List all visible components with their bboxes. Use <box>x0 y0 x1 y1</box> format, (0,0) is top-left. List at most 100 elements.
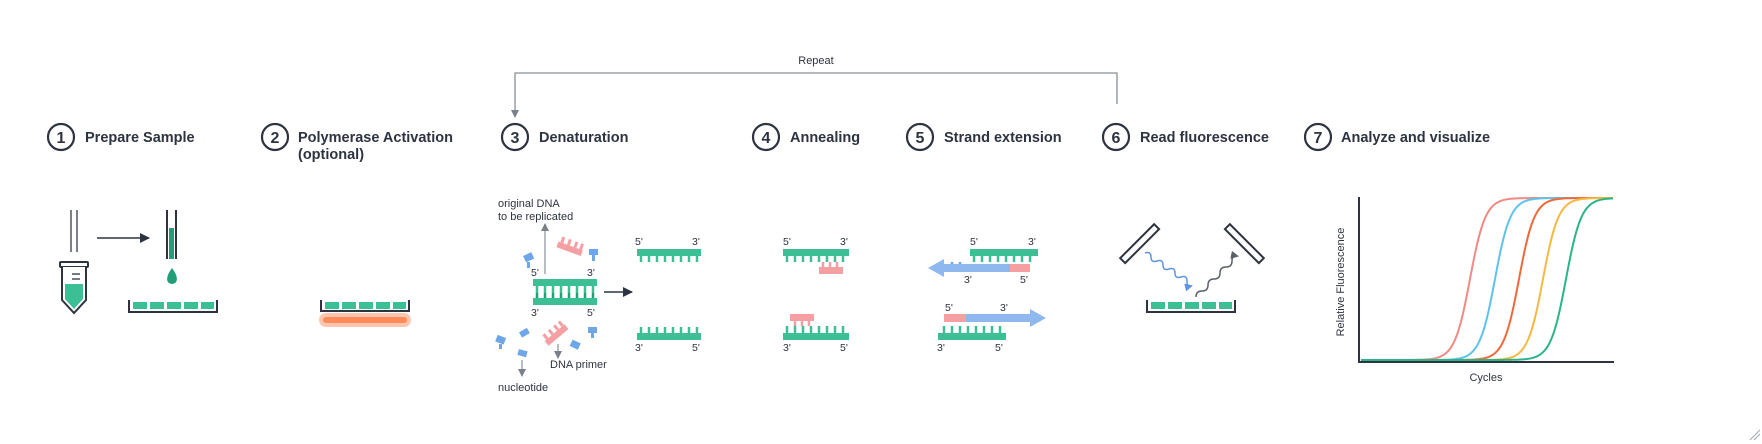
nucleotide-label: nucleotide <box>498 382 548 394</box>
original-dna-label-line2: to be replicated <box>498 211 573 223</box>
dna-primer-label: DNA primer <box>550 359 607 371</box>
step-number-circle <box>751 122 781 152</box>
three-prime-label: 3' <box>587 267 595 279</box>
well-plate-icon <box>1146 300 1236 313</box>
five-prime-label: 5' <box>970 236 978 248</box>
step3-illustration: original DNA to be replicated 5' 3' 3' 5… <box>495 198 701 394</box>
three-prime-label: 3' <box>1028 236 1036 248</box>
five-prime-label: 5' <box>945 302 953 314</box>
step-number-circle <box>1101 122 1131 152</box>
primer-icon <box>1010 264 1030 272</box>
excitation-light-icon <box>1144 251 1193 292</box>
three-prime-label: 3' <box>783 342 791 354</box>
step-title: Strand extension <box>944 130 1062 146</box>
step6-illustration <box>1118 222 1266 313</box>
three-prime-label: 3' <box>1000 302 1008 314</box>
sample-tube-icon <box>59 261 89 315</box>
repeat-label: Repeat <box>798 55 833 67</box>
step-number-circle <box>500 122 530 152</box>
step-subtitle: (optional) <box>298 147 364 163</box>
repeat-loop-arrow <box>511 72 1118 118</box>
annealing-strand-bottom: 3' 5' <box>783 314 849 354</box>
amplification-curve <box>1361 197 1613 361</box>
step-title: Polymerase Activation <box>298 130 453 146</box>
amplification-plot: Relative Fluorescence Cycles <box>1335 197 1614 384</box>
extension-arrow-left-icon <box>928 259 1010 277</box>
double-strand-dna: 5' 3' 3' 5' <box>531 267 597 319</box>
step-number: 5 <box>916 130 925 147</box>
step-title: Denaturation <box>539 130 628 146</box>
five-prime-label: 5' <box>531 267 539 279</box>
emission-light-icon <box>1195 250 1239 298</box>
five-prime-label: 5' <box>692 342 700 354</box>
step-number: 6 <box>1112 130 1121 147</box>
amplification-curve <box>1361 197 1614 361</box>
amplification-curve <box>1361 197 1613 361</box>
step2-illustration <box>319 300 411 327</box>
three-prime-label: 3' <box>635 342 643 354</box>
step-header-6: 6 Read fluorescence <box>1101 122 1269 152</box>
primer-icon <box>819 267 843 274</box>
three-prime-label: 3' <box>840 236 848 248</box>
original-dna-label-line1: original DNA <box>498 198 560 210</box>
nucleotide-icons <box>495 249 598 358</box>
well-plate-icon <box>320 300 410 312</box>
step-number: 4 <box>762 130 771 147</box>
extension-strand-bottom: 5' 3' 3' 5' <box>937 302 1046 354</box>
five-prime-label: 5' <box>995 342 1003 354</box>
three-prime-label: 3' <box>531 307 539 319</box>
well-plate-icon <box>128 300 218 313</box>
step-header-5: 5 Strand extension <box>905 122 1062 152</box>
annealing-strand-top: 5' 3' <box>783 236 849 274</box>
step-number-circle <box>905 122 935 152</box>
step4-illustration: 5' 3' 3' 5' <box>783 236 849 354</box>
step-number-circle <box>260 122 290 152</box>
step5-illustration: 5' 3' 3' 5' 5' 3' 3' 5' <box>928 236 1046 354</box>
step-header-4: 4 Annealing <box>751 122 860 152</box>
step-number: 2 <box>271 130 280 147</box>
five-prime-label: 5' <box>587 307 595 319</box>
step-title: Analyze and visualize <box>1341 130 1490 146</box>
five-prime-label: 5' <box>783 236 791 248</box>
heat-element-icon <box>323 317 407 323</box>
step1-illustration <box>59 210 218 315</box>
x-axis-label: Cycles <box>1469 372 1503 384</box>
step-number: 1 <box>57 130 66 147</box>
five-prime-label: 5' <box>840 342 848 354</box>
step-header-1: 1 Prepare Sample <box>46 122 195 152</box>
repeat-loop: Repeat <box>511 55 1118 118</box>
amplification-curve <box>1361 197 1613 361</box>
step-number-circle <box>1303 122 1333 152</box>
step-header-7: 7 Analyze and visualize <box>1303 122 1490 152</box>
five-prime-label: 5' <box>1020 274 1028 286</box>
droplet-icon <box>167 268 177 284</box>
y-axis-label: Relative Fluorescence <box>1335 228 1347 337</box>
step-header-3: 3 Denaturation <box>500 122 628 152</box>
step-number: 3 <box>511 130 520 147</box>
primer-icon <box>944 314 966 322</box>
single-strand-bottom: 3' 5' <box>635 327 701 354</box>
five-prime-label: 5' <box>635 236 643 248</box>
pipette-left-icon <box>70 210 78 252</box>
step-title: Read fluorescence <box>1140 130 1269 146</box>
resize-grip-icon[interactable] <box>1749 429 1761 441</box>
step-number-circle <box>46 122 76 152</box>
pipette-right-icon <box>166 210 177 259</box>
single-strand-top: 5' 3' <box>635 236 701 262</box>
step-number: 7 <box>1314 130 1323 147</box>
extension-arrow-right-icon <box>966 309 1046 327</box>
step-title: Annealing <box>790 130 860 146</box>
three-prime-label: 3' <box>937 342 945 354</box>
mirror-right-icon <box>1223 222 1266 265</box>
primer-icons <box>542 236 584 346</box>
amplification-curve <box>1361 197 1613 361</box>
extension-strand-top: 5' 3' 3' 5' <box>928 236 1038 286</box>
three-prime-label: 3' <box>692 236 700 248</box>
three-prime-label: 3' <box>964 274 972 286</box>
step-header-2: 2 Polymerase Activation (optional) <box>260 122 453 163</box>
curves-group <box>1361 197 1614 361</box>
mirror-left-icon <box>1118 222 1161 265</box>
primer-icon <box>790 314 814 321</box>
